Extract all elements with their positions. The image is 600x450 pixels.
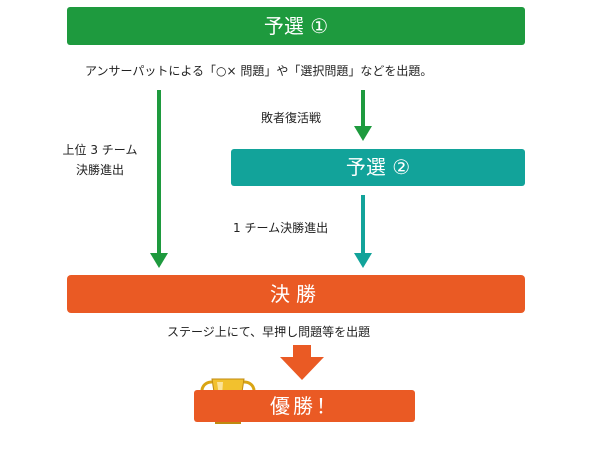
stage-prelim1-label: 予選 ① — [263, 14, 329, 38]
arrow-final-to-winner — [280, 345, 324, 380]
one-team-note: 1 チーム決勝進出 — [233, 221, 329, 235]
top3-line2: 決勝進出 — [75, 163, 124, 177]
stage-final-box: 決勝 — [67, 275, 525, 313]
stage-prelim2-label: 予選 ② — [345, 155, 411, 179]
stage-winner-box: 優勝！ — [194, 390, 415, 422]
prelim1-description: アンサーパットによる「○× 問題」や「選択問題」などを出題。 — [85, 64, 433, 78]
stage-final-label: 決勝 — [270, 282, 322, 306]
arrow-prelim1-to-prelim2 — [354, 90, 372, 141]
top3-line1: 上位 3 チーム — [62, 143, 138, 157]
arrow-prelim1-to-final — [150, 90, 168, 268]
arrow-prelim2-to-final — [354, 195, 372, 268]
final-description: ステージ上にて、早押し問題等を出題 — [167, 325, 371, 339]
stage-prelim1-box: 予選 ① — [67, 7, 525, 45]
revival-label: 敗者復活戦 — [261, 111, 322, 125]
stage-prelim2-box: 予選 ② — [231, 149, 525, 186]
top3-note: 上位 3 チーム 決勝進出 — [48, 140, 152, 180]
stage-winner-label: 優勝！ — [270, 394, 339, 418]
